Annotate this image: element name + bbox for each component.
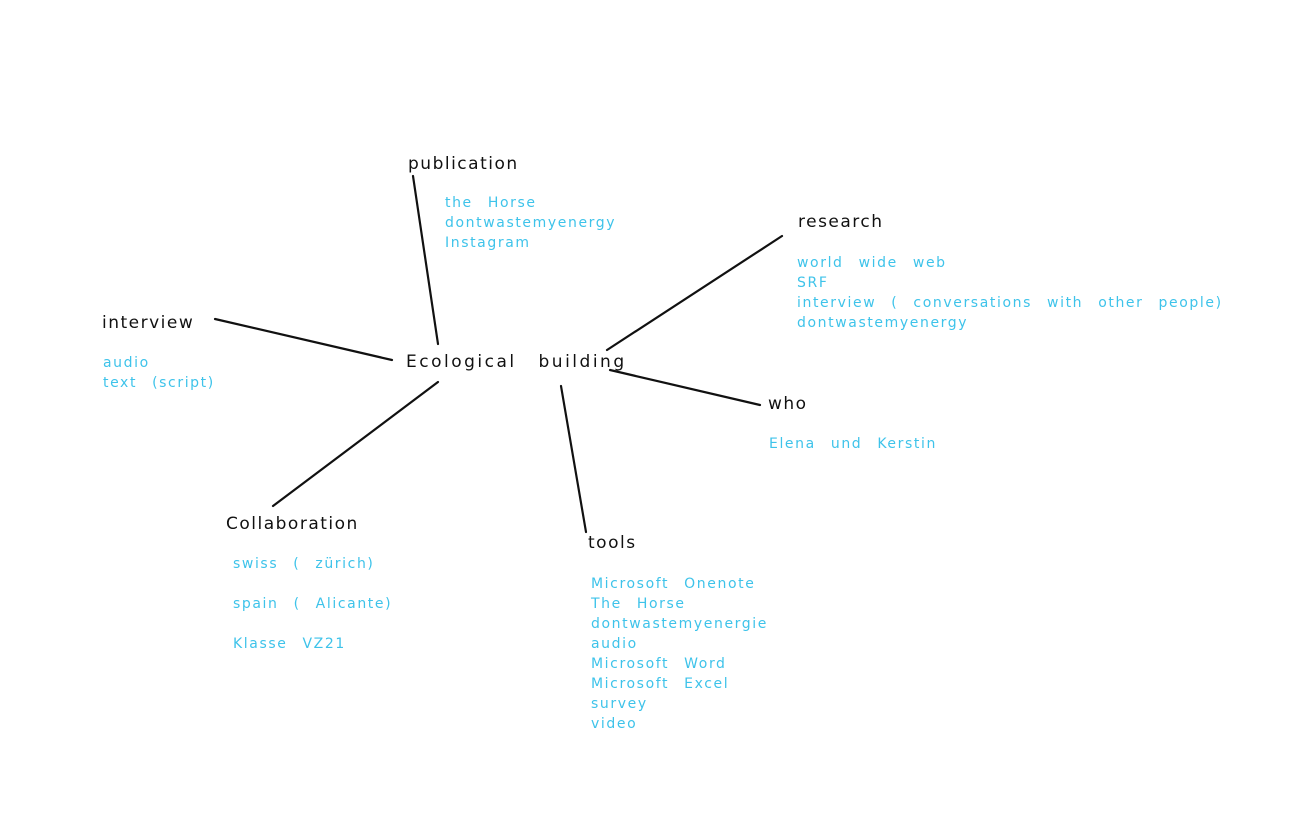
list-item: world wide web bbox=[797, 255, 947, 271]
connector-interview bbox=[213, 317, 394, 362]
branch-publication-label: publication bbox=[408, 154, 519, 174]
list-item: swiss ( zürich) bbox=[233, 556, 375, 572]
list-item: Elena und Kerstin bbox=[769, 436, 937, 452]
list-item: Microsoft Onenote bbox=[591, 576, 756, 592]
connector-who bbox=[608, 368, 762, 407]
list-item: audio bbox=[591, 636, 638, 652]
list-item: Microsoft Excel bbox=[591, 676, 730, 692]
list-item: Instagram bbox=[445, 235, 531, 251]
branch-research-items: world wide web SRF interview ( conversat… bbox=[797, 253, 1223, 333]
branch-publication-items: the Horse dontwastemyenergy Instagram bbox=[445, 193, 616, 253]
list-item: text (script) bbox=[103, 375, 215, 391]
branch-collaboration-items: swiss ( zürich) spain ( Alicante) Klasse… bbox=[233, 554, 392, 674]
list-item: survey bbox=[591, 696, 648, 712]
branch-research-label: research bbox=[798, 212, 884, 232]
branch-interview-items: audio text (script) bbox=[103, 353, 215, 393]
list-item: dontwastemyenergie bbox=[591, 616, 768, 632]
list-item: audio bbox=[103, 355, 150, 371]
branch-tools-items: Microsoft Onenote The Horse dontwastemye… bbox=[591, 574, 768, 734]
connector-research bbox=[605, 234, 784, 352]
list-item: Microsoft Word bbox=[591, 656, 727, 672]
center-topic: Ecological building bbox=[406, 352, 627, 372]
branch-who-label: who bbox=[768, 394, 808, 414]
connector-publication bbox=[411, 174, 440, 346]
branch-who-items: Elena und Kerstin bbox=[769, 434, 937, 454]
branch-interview-label: interview bbox=[102, 313, 195, 333]
list-item: dontwastemyenergy bbox=[445, 215, 617, 231]
list-item: the Horse bbox=[445, 195, 537, 211]
connector-tools bbox=[559, 384, 588, 534]
branch-collaboration-label: Collaboration bbox=[226, 514, 359, 534]
list-item: interview ( conversations with other peo… bbox=[797, 295, 1223, 311]
list-item: dontwastemyenergy bbox=[797, 315, 969, 331]
list-item: spain ( Alicante) bbox=[233, 596, 393, 612]
list-item: The Horse bbox=[591, 596, 686, 612]
branch-tools-label: tools bbox=[588, 533, 637, 553]
list-item: Klasse VZ21 bbox=[233, 636, 346, 652]
list-item: SRF bbox=[797, 275, 829, 291]
list-item: video bbox=[591, 716, 638, 732]
connector-collaboration bbox=[271, 380, 440, 508]
